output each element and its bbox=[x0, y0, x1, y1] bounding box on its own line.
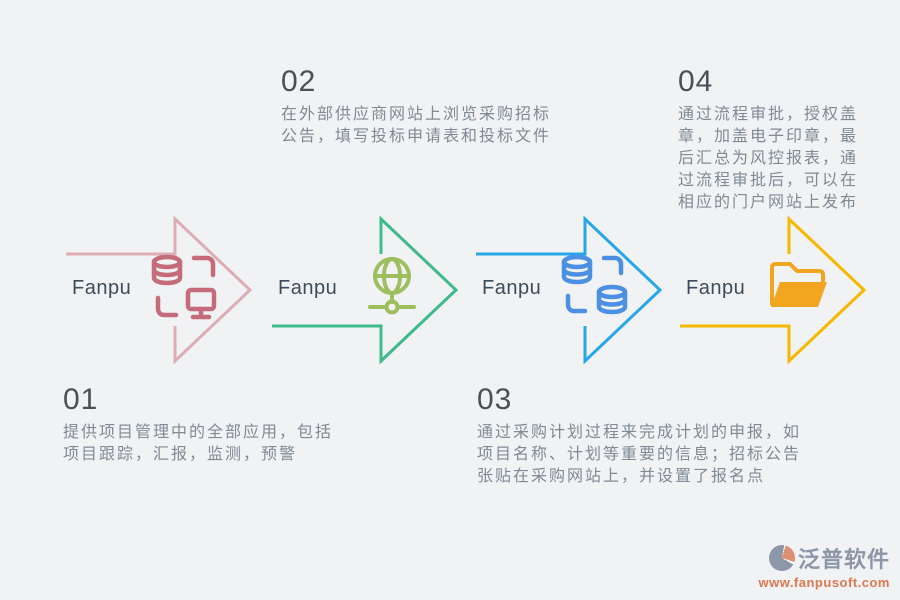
open-folder-icon bbox=[770, 262, 827, 307]
step-02: 02 在外部供应商网站上浏览采购招标公告，填写投标申请表和投标文件 bbox=[281, 66, 567, 148]
step-01: 01 提供项目管理中的全部应用，包括项目跟踪，汇报，监测，预警 bbox=[63, 384, 343, 466]
fanpu-label: Fanpu bbox=[72, 277, 132, 299]
database-sync-icon bbox=[561, 254, 628, 315]
arrow-outline bbox=[680, 215, 867, 365]
step-01-number: 01 bbox=[63, 383, 99, 416]
fanpu-label: Fanpu bbox=[278, 277, 338, 299]
globe-network-icon bbox=[368, 257, 416, 315]
step-03-number: 03 bbox=[477, 383, 513, 416]
step-04-number: 04 bbox=[678, 65, 714, 98]
arrow-outline bbox=[272, 215, 459, 365]
step-01-description: 提供项目管理中的全部应用，包括项目跟踪，汇报，监测，预警 bbox=[63, 424, 334, 463]
fanpu-logo-url: www.fanpusoft.com bbox=[758, 575, 890, 590]
fanpu-logo: 泛普软件 www.fanpusoft.com bbox=[758, 542, 890, 590]
fanpu-logo-icon bbox=[768, 545, 795, 571]
step-03: 03 通过采购计划过程来完成计划的申报，如项目名称、计划等重要的信息；招标公告张… bbox=[477, 384, 807, 488]
process-arrow-4: Fanpu bbox=[678, 215, 868, 365]
fanpu-logo-row: 泛普软件 bbox=[758, 542, 890, 574]
process-arrow-3: Fanpu bbox=[474, 215, 664, 365]
fanpu-label: Fanpu bbox=[686, 277, 746, 299]
step-04-description: 通过流程审批，授权盖章，加盖电子印章，最后汇总为风控报表，通过流程审批后，可以在… bbox=[678, 106, 859, 211]
database-monitor-icon bbox=[151, 254, 217, 320]
arrow-outline bbox=[476, 215, 663, 365]
step-03-description: 通过采购计划过程来完成计划的申报，如项目名称、计划等重要的信息；招标公告张贴在采… bbox=[477, 424, 802, 485]
fanpu-label: Fanpu bbox=[482, 277, 542, 299]
process-arrow-2: Fanpu bbox=[270, 215, 460, 365]
step-02-description: 在外部供应商网站上浏览采购招标公告，填写投标申请表和投标文件 bbox=[281, 106, 552, 145]
step-04: 04 通过流程审批，授权盖章，加盖电子印章，最后汇总为风控报表，通过流程审批后，… bbox=[678, 66, 870, 214]
process-arrow-1: Fanpu bbox=[64, 215, 254, 365]
step-02-number: 02 bbox=[281, 65, 317, 98]
fanpu-logo-name: 泛普软件 bbox=[797, 547, 890, 572]
arrow-outline bbox=[66, 215, 253, 365]
